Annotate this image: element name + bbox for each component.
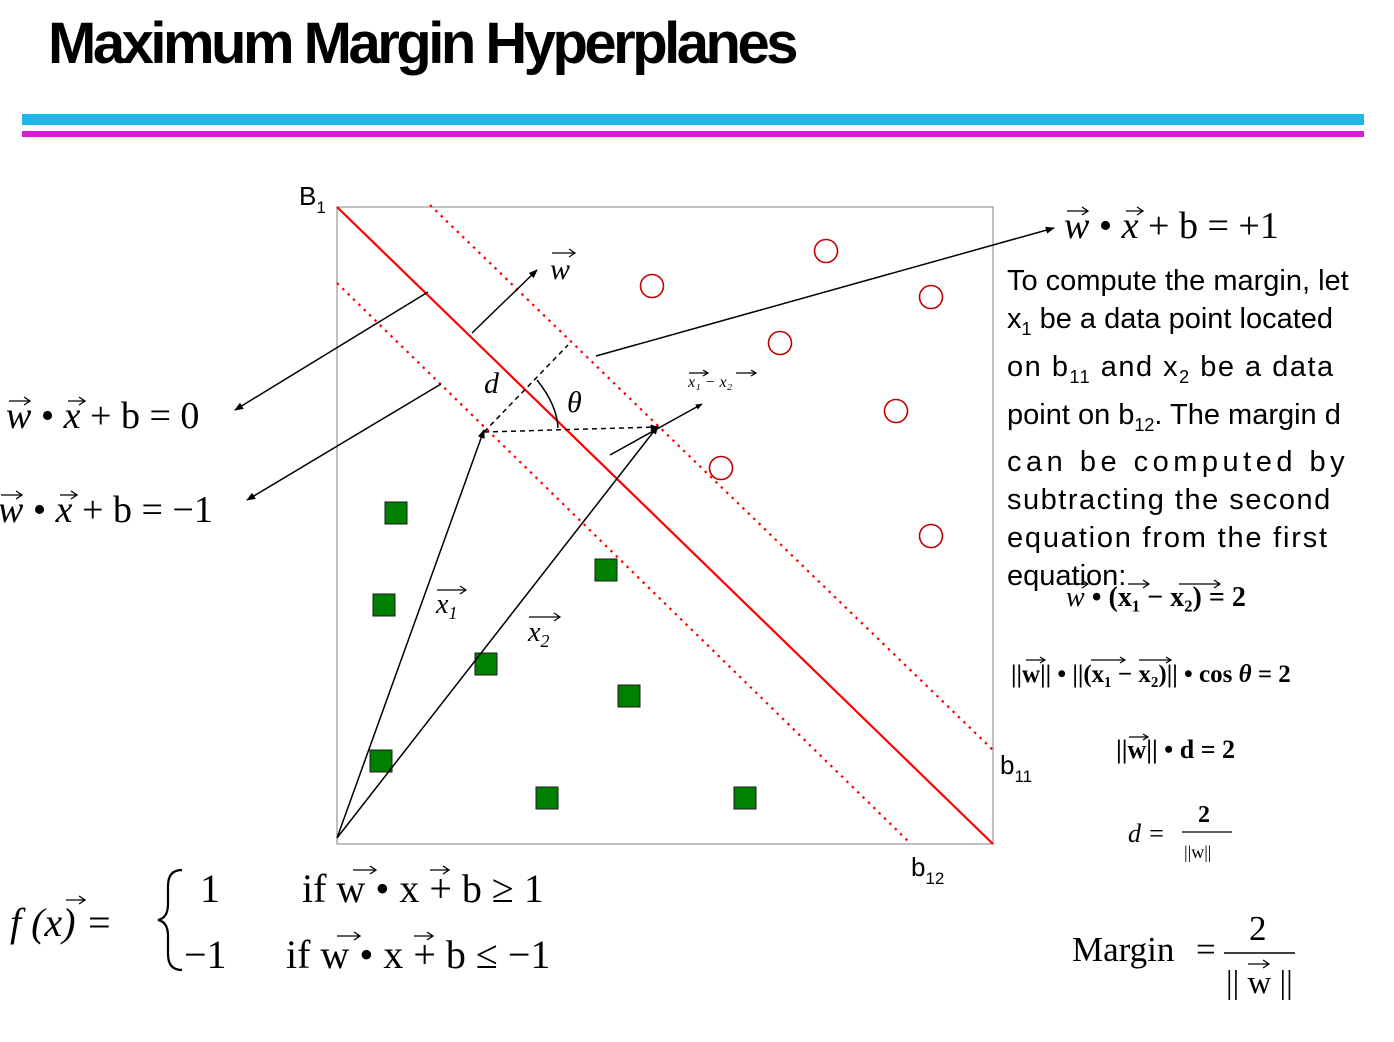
vector-x1 xyxy=(336,429,485,839)
label-d: d xyxy=(484,367,500,400)
decision-case2-condition: if w • x + b ≤ −1 xyxy=(286,932,550,977)
explanation-line: To compute the margin, let xyxy=(1007,265,1349,297)
label-vector-arrows xyxy=(437,248,758,622)
derivation-eq2: ||w|| • ||(x₁ − x₂)|| • cos θ = 2 xyxy=(1011,661,1291,688)
circle-point xyxy=(767,330,793,356)
square-point xyxy=(369,749,393,773)
circle-point xyxy=(813,238,839,264)
vector-x2 xyxy=(336,425,659,839)
circle-point xyxy=(639,273,665,299)
equation-plus-one: w • x + b = +1 xyxy=(1064,205,1279,247)
theta-arc xyxy=(536,379,559,429)
derivation-eq4-num: 2 xyxy=(1198,802,1210,828)
margin-equals: = xyxy=(1196,930,1216,969)
title-underline-magenta xyxy=(22,131,1364,137)
margin-explanation: To compute the margin, let x1 be a data … xyxy=(1007,262,1394,595)
title-underline-cyan xyxy=(22,114,1364,125)
margin-denominator: || w || xyxy=(1226,965,1293,1001)
arrow-to-minus-one xyxy=(246,383,442,501)
explanation-line: equation from the first xyxy=(1007,522,1329,555)
label-B1: B1 xyxy=(299,181,326,217)
vectors xyxy=(336,269,703,839)
plot-frame xyxy=(336,206,994,845)
square-point xyxy=(372,593,396,617)
decision-case1-value: 1 xyxy=(200,866,220,911)
margin-label: Margin xyxy=(1072,930,1174,969)
explanation-line: on b11 and x2 be a data xyxy=(1007,350,1335,387)
vector-x1-minus-x2 xyxy=(609,403,703,456)
label-theta: θ xyxy=(567,386,582,419)
square-point xyxy=(384,501,408,525)
margin-line-b11 xyxy=(429,204,996,753)
decision-vector-arrows xyxy=(66,865,451,941)
page-title: Maximum Margin Hyperplanes xyxy=(48,11,799,76)
square-point xyxy=(733,786,757,810)
equation-minus-one: w • x + b = −1 xyxy=(0,489,213,531)
decision-case2-value: −1 xyxy=(184,932,227,977)
callout-arrows xyxy=(234,226,1055,501)
square-point xyxy=(594,558,618,582)
derivation-vector-arrows xyxy=(1026,579,1222,741)
equation-vector-arrows xyxy=(1,206,1145,500)
circle-point xyxy=(918,523,944,549)
derivation-eq4-lhs: d = xyxy=(1128,819,1165,848)
distance-d xyxy=(483,344,569,433)
decision-brace xyxy=(157,868,183,972)
margin-numerator: 2 xyxy=(1249,909,1267,948)
circle-point xyxy=(708,455,734,481)
margin-w-arrow xyxy=(1248,959,1271,969)
explanation-line: x1 be a data point located xyxy=(1007,303,1334,339)
label-x1: x1 xyxy=(435,589,457,623)
projection-x1-x2 xyxy=(483,424,658,433)
circle-points xyxy=(639,238,944,549)
derivation-eq3: ||w|| • d = 2 xyxy=(1116,735,1235,764)
label-b12: b12 xyxy=(911,852,944,888)
arrow-to-plus-one xyxy=(595,226,1055,357)
circle-point xyxy=(883,398,909,424)
arrow-to-zero xyxy=(234,291,429,411)
square-point xyxy=(474,652,498,676)
explanation-line: can be computed by xyxy=(1007,446,1350,479)
equation-zero: w • x + b = 0 xyxy=(6,395,199,437)
decision-case1-condition: if w • x + b ≥ 1 xyxy=(302,866,544,911)
square-points xyxy=(369,501,757,810)
label-x2: x2 xyxy=(527,617,549,651)
vector-w xyxy=(471,269,538,334)
label-b11: b11 xyxy=(1000,750,1032,786)
explanation-line: subtracting the second xyxy=(1007,484,1332,517)
label-x1-minus-x2: x₁ − x₂ xyxy=(687,374,733,391)
circle-point xyxy=(918,284,944,310)
margin-line-b12 xyxy=(336,282,911,844)
explanation-line: equation: xyxy=(1007,560,1127,593)
decision-lhs: f (x) = xyxy=(10,900,113,945)
derivation-eq1: w • (x₁ − x₂) = 2 xyxy=(1066,582,1246,613)
decision-boundary-B1 xyxy=(336,206,994,845)
square-point xyxy=(535,786,559,810)
derivation-eq4-den: ||w|| xyxy=(1184,842,1211,862)
explanation-line: point on b12. The margin d xyxy=(1007,398,1341,435)
square-point xyxy=(617,684,641,708)
label-w: w xyxy=(550,253,570,286)
